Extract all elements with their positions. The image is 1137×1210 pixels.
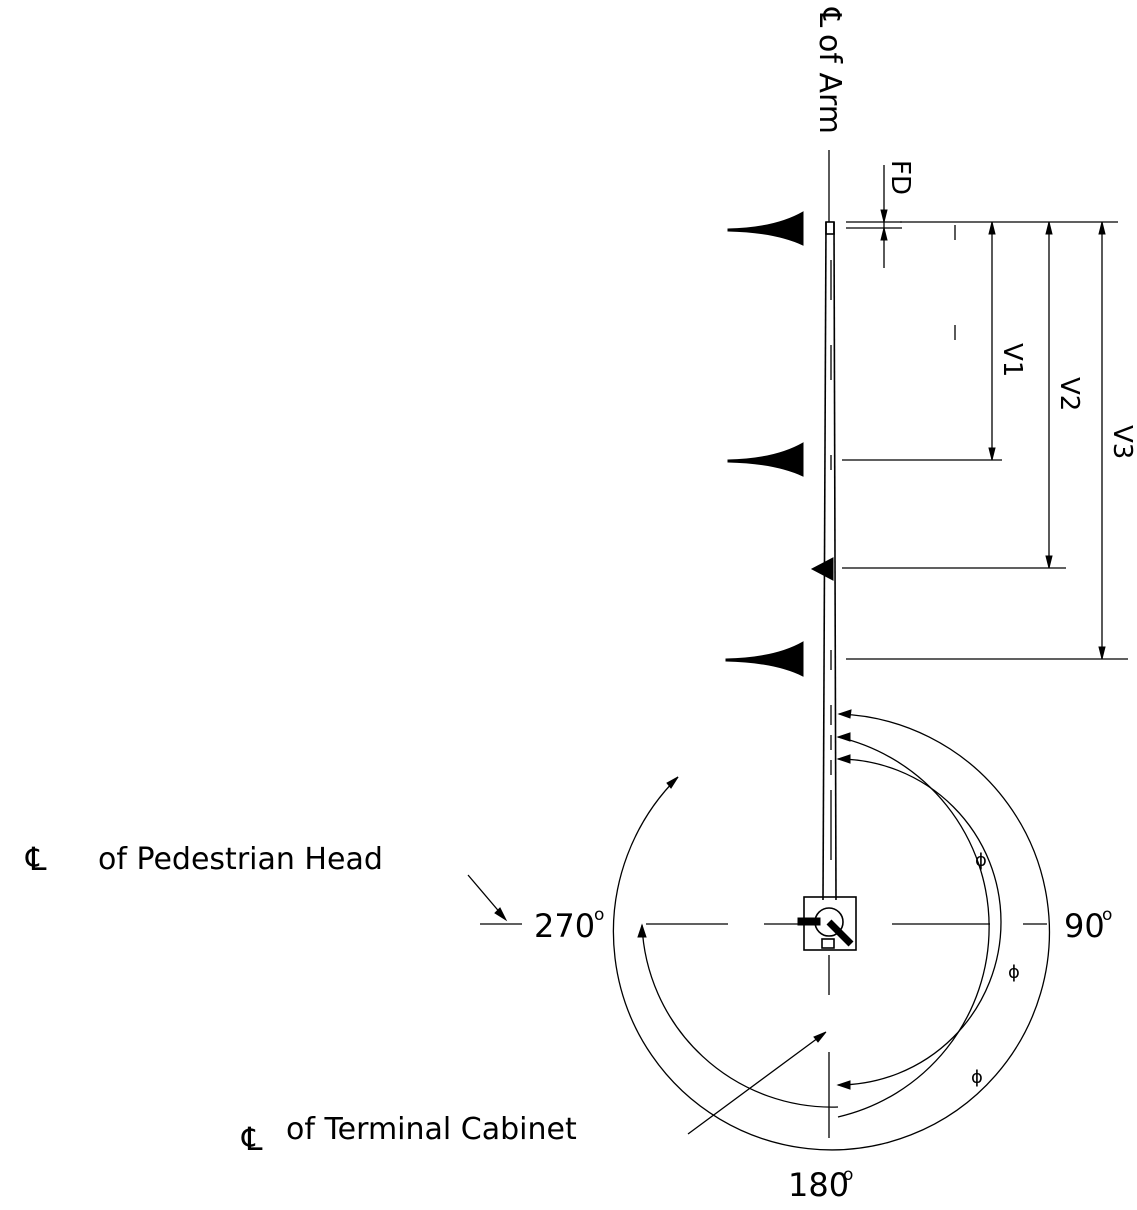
degree-label-180: 180 o <box>788 1165 853 1204</box>
svg-text:of Pedestrian Head: of Pedestrian Head <box>98 842 383 877</box>
pole-base-symbol <box>797 896 857 951</box>
cl-symbol-arm: ℄ <box>812 7 847 27</box>
cl-symbol-ped: ℄ <box>25 840 47 878</box>
pedestrian-head-label: ℄ of Pedestrian Head <box>25 840 508 922</box>
v3-label: V3 <box>1107 425 1137 459</box>
svg-text:90: 90 <box>1064 907 1105 945</box>
signal-head-3 <box>725 641 804 677</box>
fd-dimension: FD <box>846 160 915 268</box>
svg-text:o: o <box>594 905 604 925</box>
signal-head-small <box>810 557 834 581</box>
crosshair-centerlines <box>480 923 1047 1138</box>
degree-label-270: 270 o <box>534 905 604 945</box>
phi-mark-2: ϕ <box>1008 962 1020 983</box>
degree-label-90: 90 o <box>1064 905 1112 945</box>
terminal-cabinet-label: ℄ of Terminal Cabinet <box>241 1031 827 1158</box>
svg-text:o: o <box>843 1165 853 1185</box>
phi-mark-1: ϕ <box>975 850 987 871</box>
mast-arm <box>822 221 837 901</box>
v1-label: V1 <box>997 343 1027 377</box>
svg-text:180: 180 <box>788 1166 849 1204</box>
phi-mark-3: ϕ <box>971 1067 983 1088</box>
cl-symbol-cabinet: ℄ <box>241 1120 263 1158</box>
arm-centerline-label: ℄ of Arm <box>812 7 847 134</box>
arm-label-text: of Arm <box>812 34 847 134</box>
signal-head-2 <box>727 442 804 477</box>
v2-label: V2 <box>1054 377 1084 411</box>
signal-head-1 <box>727 211 804 246</box>
fd-label: FD <box>885 160 915 195</box>
v3-dimension: V3 <box>846 221 1137 660</box>
svg-text:o: o <box>1102 905 1112 925</box>
svg-text:of Terminal Cabinet: of Terminal Cabinet <box>286 1112 577 1147</box>
v2-dimension: V2 <box>842 221 1084 569</box>
orientation-arcs: ϕ ϕ ϕ <box>612 709 1051 1151</box>
svg-text:270: 270 <box>534 907 595 945</box>
v1-dimension: V1 <box>842 221 1027 461</box>
